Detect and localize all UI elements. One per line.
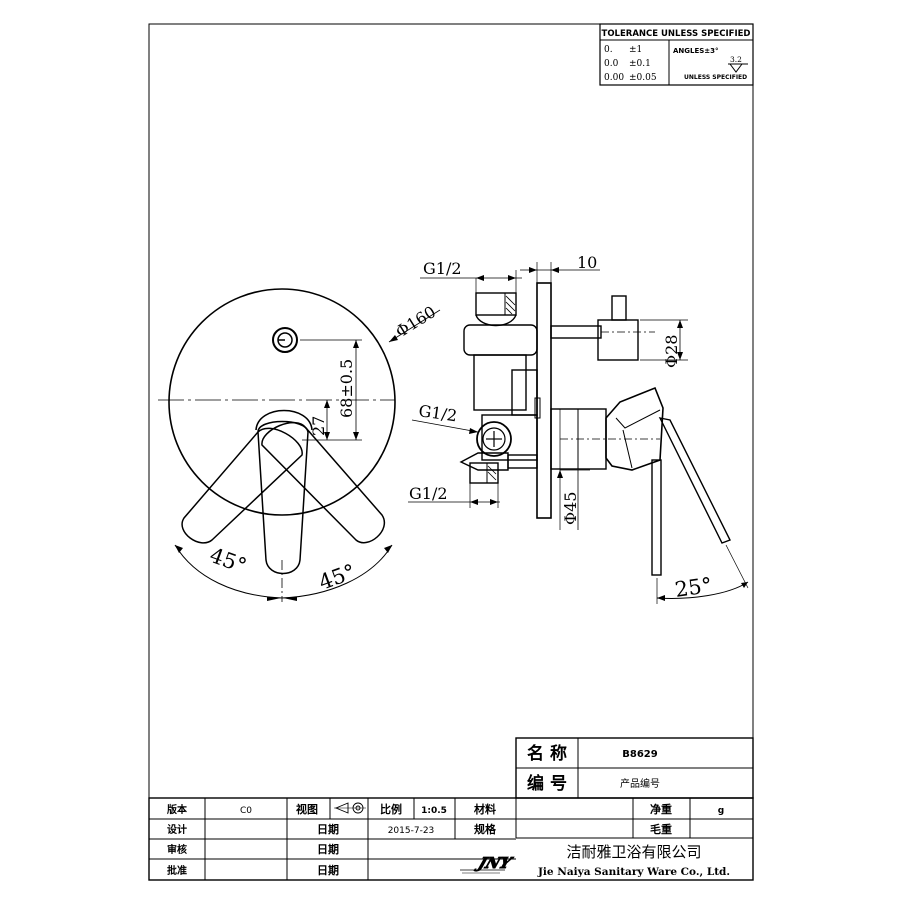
angle-25: 25° — [673, 573, 713, 602]
company-name-cn: 洁耐雅卫浴有限公司 — [566, 843, 701, 861]
side-lever-tilted — [658, 417, 731, 544]
angle-45-right: 45° — [316, 559, 359, 594]
tolerance-tol-1: ±0.1 — [629, 59, 651, 69]
handle-left — [181, 427, 303, 544]
product-code: 产品编号 — [620, 777, 660, 790]
handle-center — [257, 420, 309, 575]
front-view: 45° 45° 68±0.5 27 Φ160 — [158, 288, 441, 602]
cover-plate — [168, 288, 396, 516]
logo-text: JNY — [473, 853, 516, 871]
tolerance-header: TOLERANCE UNLESS SPECIFIED — [602, 29, 751, 39]
version-value: C0 — [240, 806, 252, 816]
roughness-value: 3.2 — [730, 55, 742, 64]
tolerance-tol-0: ±1 — [629, 45, 642, 55]
angles-tolerance: ANGLES±3° — [673, 47, 719, 55]
date-value: 2015-7-23 — [388, 826, 435, 836]
weight-unit: g — [718, 806, 724, 816]
title-block: 名 称 B8629 编 号 产品编号 版本 C0 视图 比例 1:0.5 材料 — [148, 737, 754, 881]
scale-value: 1:0.5 — [421, 806, 447, 816]
net-weight-label: 净重 — [650, 802, 672, 816]
dim-160: Φ160 — [392, 302, 439, 341]
tolerance-prec-1: 0.0 — [604, 59, 619, 69]
name-label: 名 称 — [527, 743, 567, 764]
view-label: 视图 — [296, 802, 318, 816]
tolerance-tol-2: ±0.05 — [629, 73, 657, 83]
side-lever-vertical — [651, 459, 662, 576]
dim-g-bot: G1/2 — [409, 484, 448, 503]
gross-weight-label: 毛重 — [650, 822, 672, 836]
approve-label: 批准 — [167, 864, 187, 877]
tolerance-prec-2: 0.00 — [604, 73, 624, 83]
company-name-en: Jie Naiya Sanitary Ware Co., Ltd. — [537, 866, 730, 878]
scale-label: 比例 — [380, 802, 402, 816]
company-logo: JNY — [460, 853, 516, 874]
roughness-note: UNLESS SPECIFIED — [684, 74, 747, 81]
date-label-1: 日期 — [317, 822, 339, 836]
dim-68: 68±0.5 — [337, 359, 356, 418]
side-plate — [536, 282, 552, 519]
product-name: B8629 — [622, 749, 657, 760]
dim-g-top: G1/2 — [423, 259, 462, 278]
spec-label: 规格 — [474, 822, 497, 836]
roughness-symbol-icon — [728, 63, 748, 73]
side-view: Φ28 25° Φ45 — [408, 253, 749, 604]
angle-45-left: 45° — [207, 543, 250, 578]
tolerance-block: TOLERANCE UNLESS SPECIFIED 0. ±1 0.0 ±0.… — [599, 23, 754, 86]
date-label-2: 日期 — [317, 842, 339, 856]
dim-27: 27 — [309, 416, 328, 436]
code-label: 编 号 — [527, 773, 567, 794]
date-label-3: 日期 — [317, 863, 339, 877]
version-label: 版本 — [167, 803, 188, 816]
tolerance-prec-0: 0. — [604, 45, 613, 55]
handle-right — [261, 422, 385, 544]
review-label: 审核 — [167, 843, 187, 856]
sheet-border — [148, 23, 754, 881]
diverter-button — [272, 327, 298, 353]
dim-45: Φ45 — [561, 492, 580, 525]
projection-symbol-icon — [334, 802, 366, 814]
dim-28: Φ28 — [662, 335, 681, 368]
inlet-port — [476, 421, 512, 457]
material-label: 材料 — [474, 802, 496, 816]
dim-10: 10 — [577, 253, 597, 272]
design-label: 设计 — [167, 823, 187, 836]
